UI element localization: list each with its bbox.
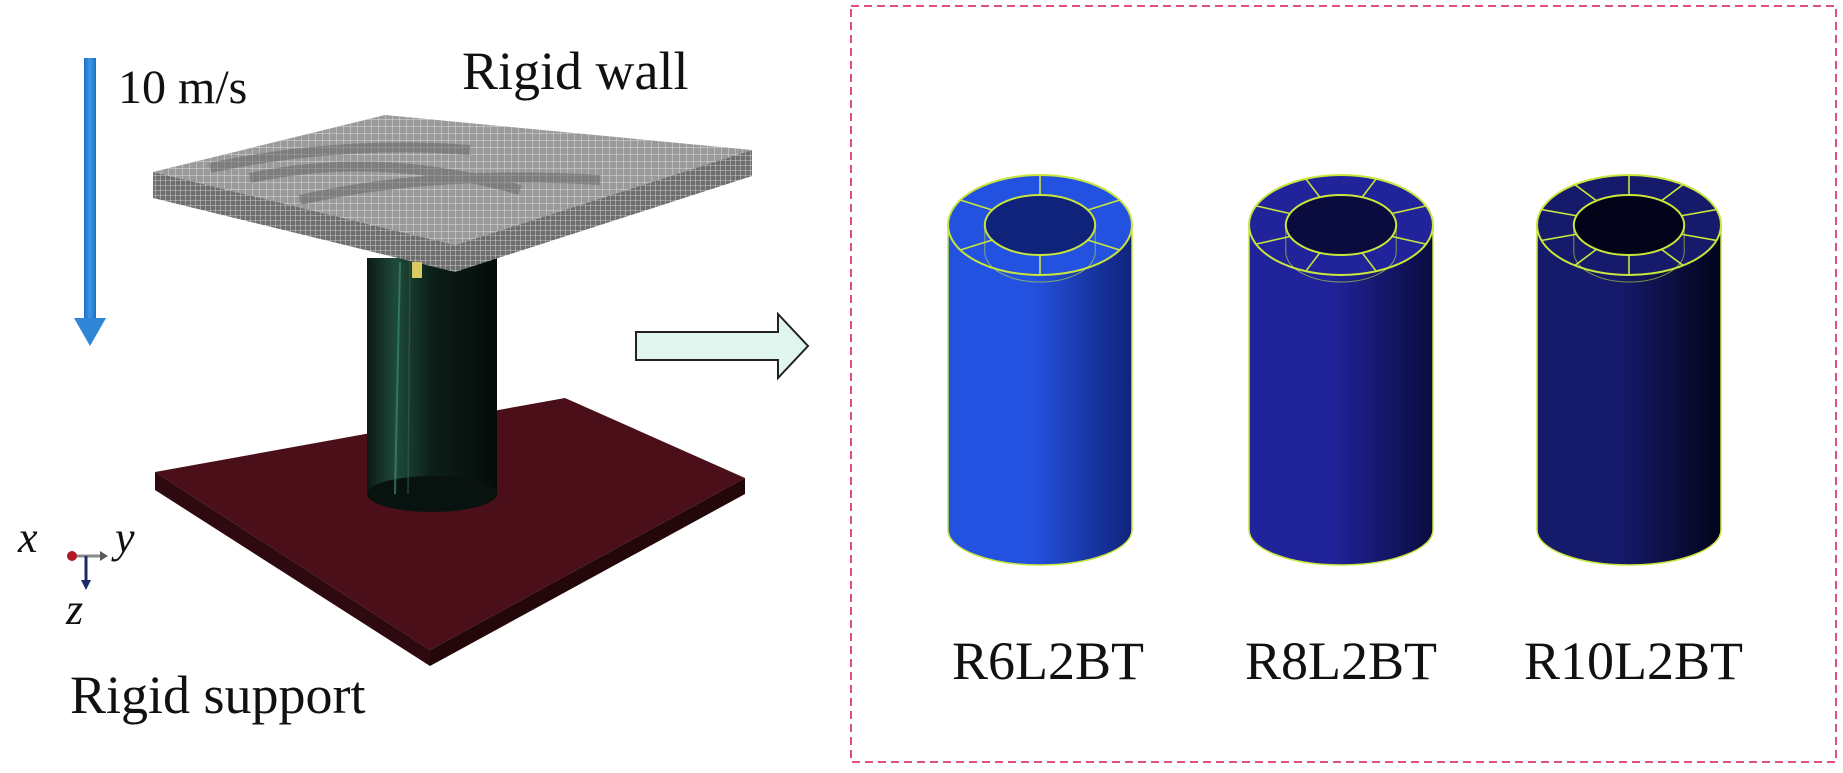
axis-y-label: y (115, 513, 135, 562)
cylinder-label: R10L2BT (1524, 631, 1744, 691)
rib-line (1681, 208, 1717, 217)
rigid-wall-plate (153, 115, 752, 278)
rigid-support-plate (155, 398, 745, 666)
rib-line (1361, 252, 1377, 272)
rib-line (1255, 205, 1291, 215)
rib-line (960, 199, 993, 211)
cylinder-label: R8L2BT (1245, 631, 1438, 691)
rib-line (1574, 248, 1598, 267)
rib-line (1391, 205, 1427, 215)
rib-line (1660, 183, 1684, 202)
velocity-arrow (74, 58, 106, 346)
rib-line (1660, 248, 1684, 267)
coordinate-triad (67, 551, 108, 590)
rigid-support-label: Rigid support (70, 665, 366, 725)
rib-line (1361, 178, 1377, 198)
cylinder-r6l2bt (947, 174, 1133, 566)
rib-line (1305, 178, 1321, 198)
cylinder-r8l2bt (1248, 174, 1434, 566)
cylinder-group (947, 174, 1722, 566)
velocity-label: 10 m/s (118, 61, 248, 114)
rib-line (1574, 183, 1598, 202)
rib-line (1255, 235, 1291, 245)
rib-line (960, 239, 993, 251)
rib-line (1541, 233, 1577, 242)
axis-z-label: z (66, 585, 84, 634)
rib-line (1391, 235, 1427, 245)
flow-arrow (635, 311, 810, 381)
cylinder-r10l2bt (1536, 174, 1722, 566)
rib-line (1087, 239, 1120, 251)
rigid-wall-label: Rigid wall (462, 41, 689, 101)
axis-x-label: x (18, 513, 38, 562)
rib-line (1305, 252, 1321, 272)
cylinder-label: R6L2BT (952, 631, 1145, 691)
rib-line (1087, 199, 1120, 211)
tube-specimen (367, 258, 497, 512)
rib-line (1541, 208, 1577, 217)
rib-line (1681, 233, 1717, 242)
